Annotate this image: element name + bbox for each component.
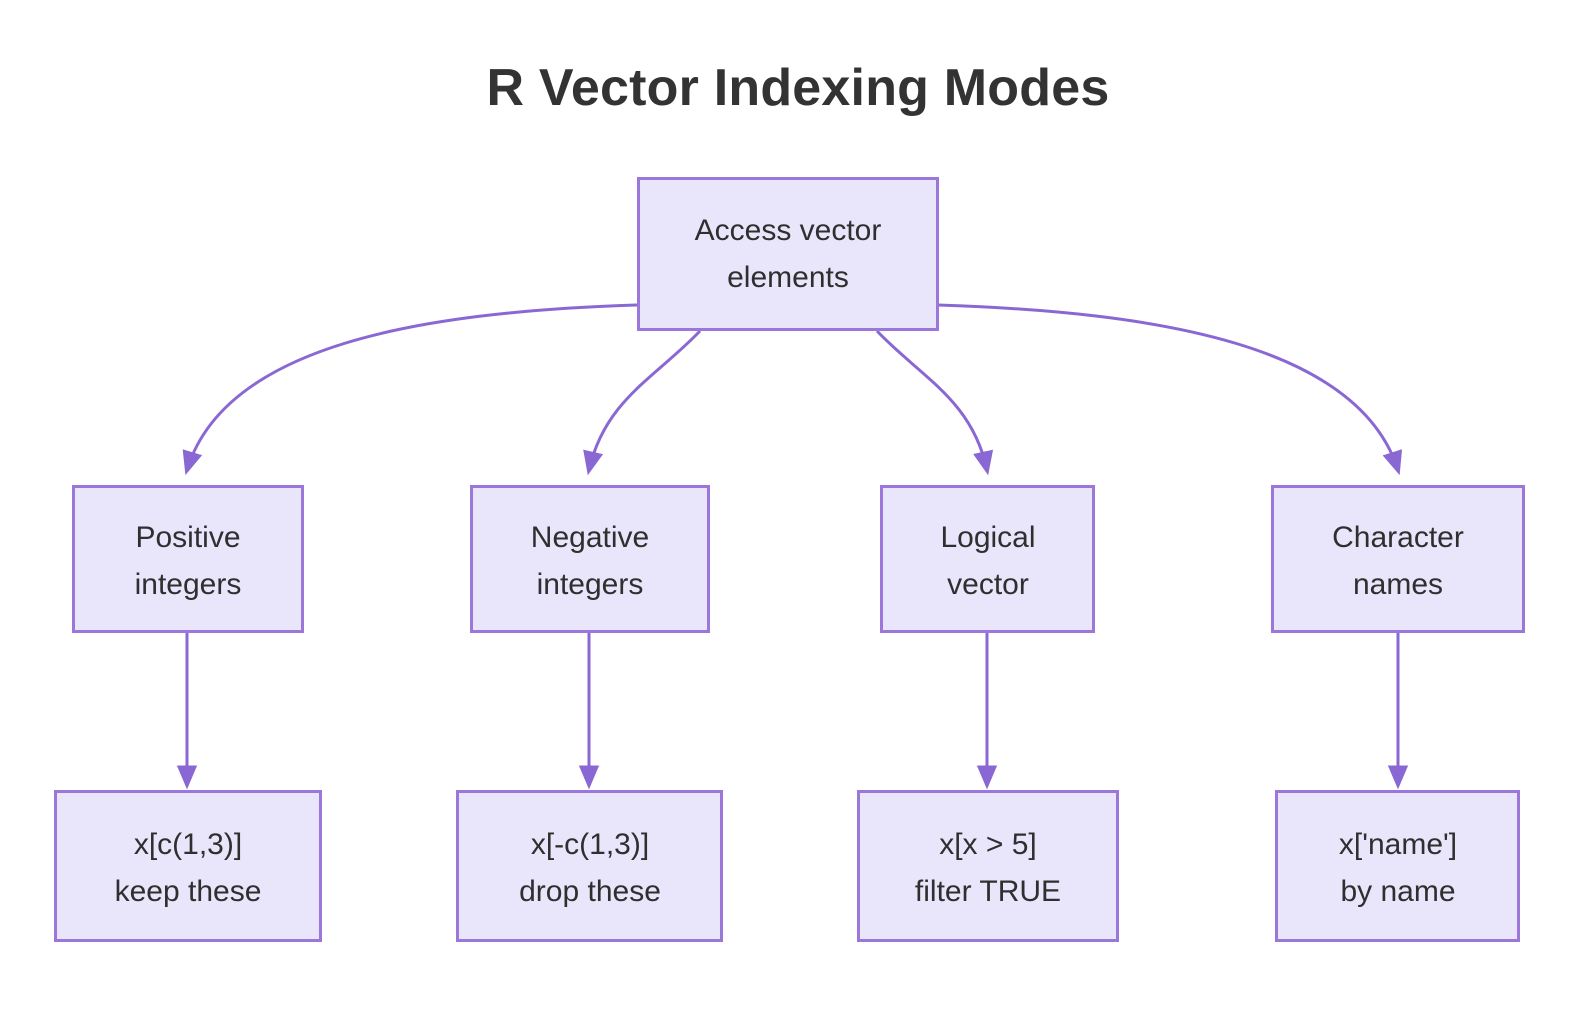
- node-mode-negative-line1: Negative: [531, 521, 649, 554]
- node-mode-character-line2: names: [1353, 568, 1443, 601]
- node-mode-logical-line2: vector: [947, 568, 1029, 601]
- edge-root-to-logical: [875, 329, 994, 476]
- page-title: R Vector Indexing Modes: [486, 59, 1110, 117]
- node-mode-positive-line2: integers: [135, 568, 242, 601]
- node-mode-character-line1: Character: [1332, 521, 1464, 554]
- node-mode-negative[interactable]: Negative integers: [470, 485, 710, 633]
- node-example-negative-line1: x[-c(1,3)]: [531, 828, 649, 861]
- edge-root-to-positive: [182, 303, 638, 476]
- edge-root-to-negative: [583, 329, 702, 476]
- node-example-character-line1: x['name']: [1339, 828, 1457, 861]
- node-example-logical-line1: x[x > 5]: [939, 828, 1037, 861]
- edge-root-to-character: [937, 303, 1403, 476]
- edge-group-root-to-modes: [182, 303, 1403, 476]
- node-example-positive-line2: keep these: [115, 875, 262, 908]
- node-example-character[interactable]: x['name'] by name: [1275, 790, 1520, 942]
- node-access-vector-elements-line2: elements: [727, 261, 849, 294]
- node-example-positive-line1: x[c(1,3)]: [134, 828, 242, 861]
- node-example-negative-line2: drop these: [519, 875, 661, 908]
- node-mode-logical-line1: Logical: [940, 521, 1035, 554]
- node-example-character-line2: by name: [1340, 875, 1455, 908]
- node-access-vector-elements-line1: Access vector: [695, 214, 882, 247]
- node-example-logical-line2: filter TRUE: [915, 875, 1061, 908]
- node-example-negative[interactable]: x[-c(1,3)] drop these: [456, 790, 723, 942]
- node-mode-positive-line1: Positive: [135, 521, 240, 554]
- node-example-positive[interactable]: x[c(1,3)] keep these: [54, 790, 322, 942]
- node-mode-positive[interactable]: Positive integers: [72, 485, 304, 633]
- edge-group-modes-to-examples: [176, 632, 1409, 790]
- node-mode-negative-line2: integers: [537, 568, 644, 601]
- node-mode-logical[interactable]: Logical vector: [880, 485, 1095, 633]
- node-example-logical[interactable]: x[x > 5] filter TRUE: [857, 790, 1119, 942]
- node-access-vector-elements[interactable]: Access vector elements: [637, 177, 939, 331]
- node-mode-character[interactable]: Character names: [1271, 485, 1525, 633]
